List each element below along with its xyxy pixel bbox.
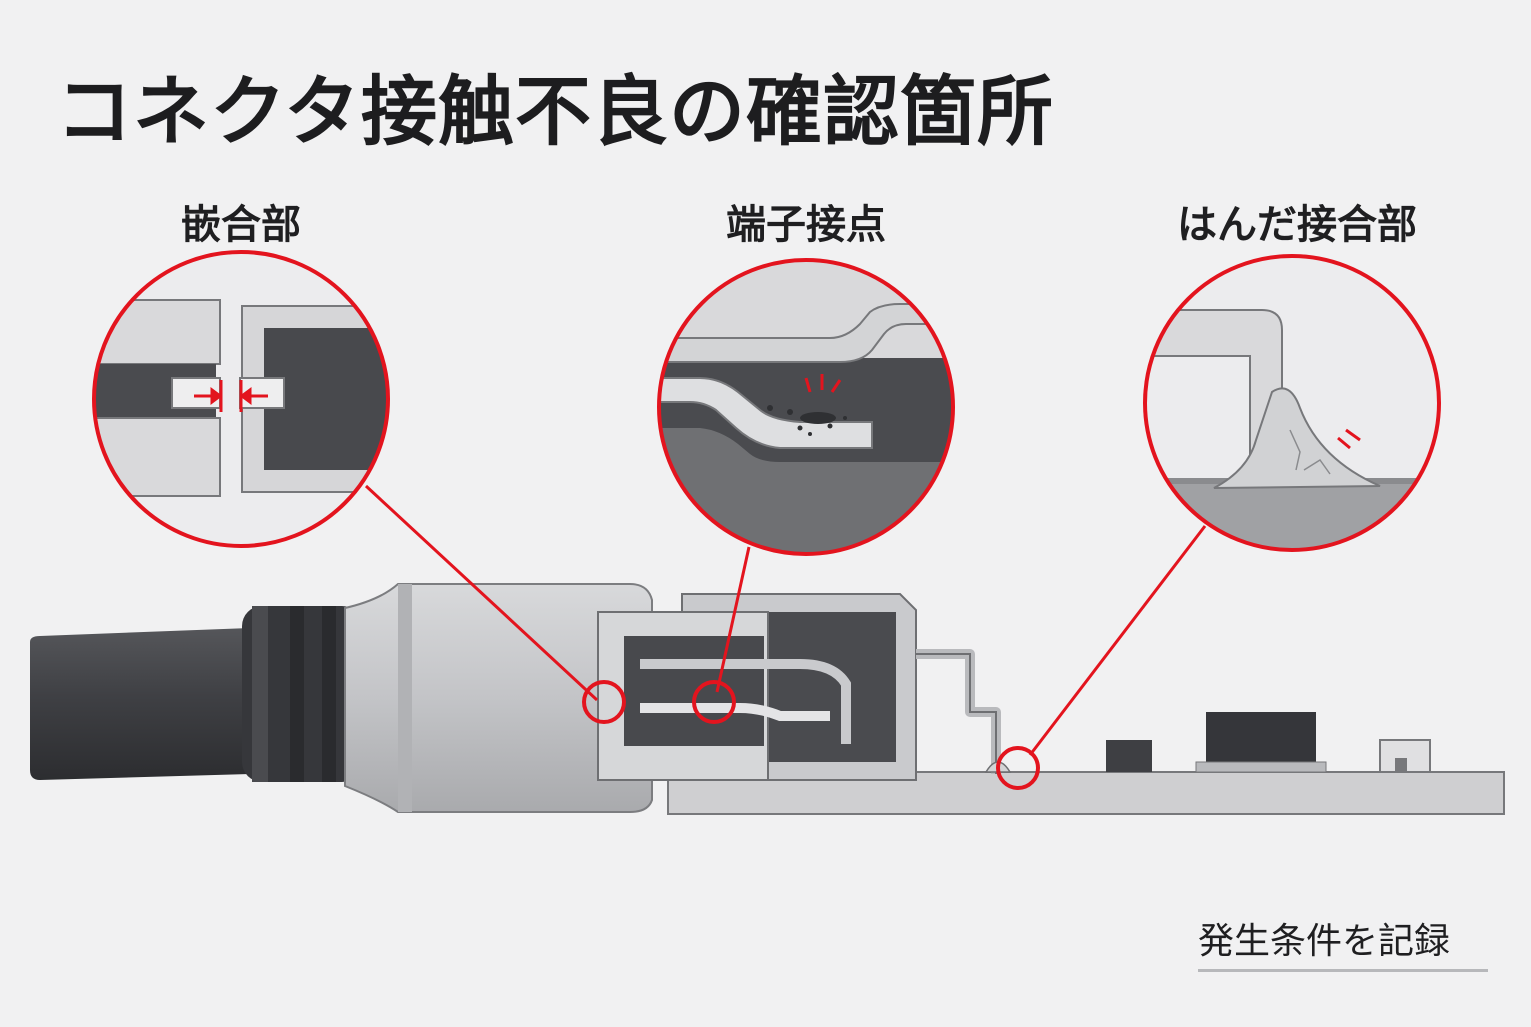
zoom-fit <box>92 250 390 548</box>
marker-fit <box>582 680 626 724</box>
leader-lines <box>364 484 1207 756</box>
cable <box>30 606 362 782</box>
connector-housing <box>344 583 653 813</box>
marker-solder <box>996 746 1040 790</box>
note-underline <box>1198 969 1488 972</box>
callout-label-solder: はんだ接合部 <box>1177 202 1417 248</box>
marker-contact <box>692 680 736 724</box>
zoom-solder <box>1143 254 1441 552</box>
receptacle-cutaway <box>597 593 1012 781</box>
note-text: 発生条件を記録 <box>1198 921 1451 962</box>
page-title: コネクタ接触不良の確認箇所 <box>56 67 1054 156</box>
zoom-contact <box>657 258 955 556</box>
callout-label-fit: 嵌合部 <box>181 202 301 248</box>
callout-label-contact: 端子接点 <box>726 202 886 248</box>
